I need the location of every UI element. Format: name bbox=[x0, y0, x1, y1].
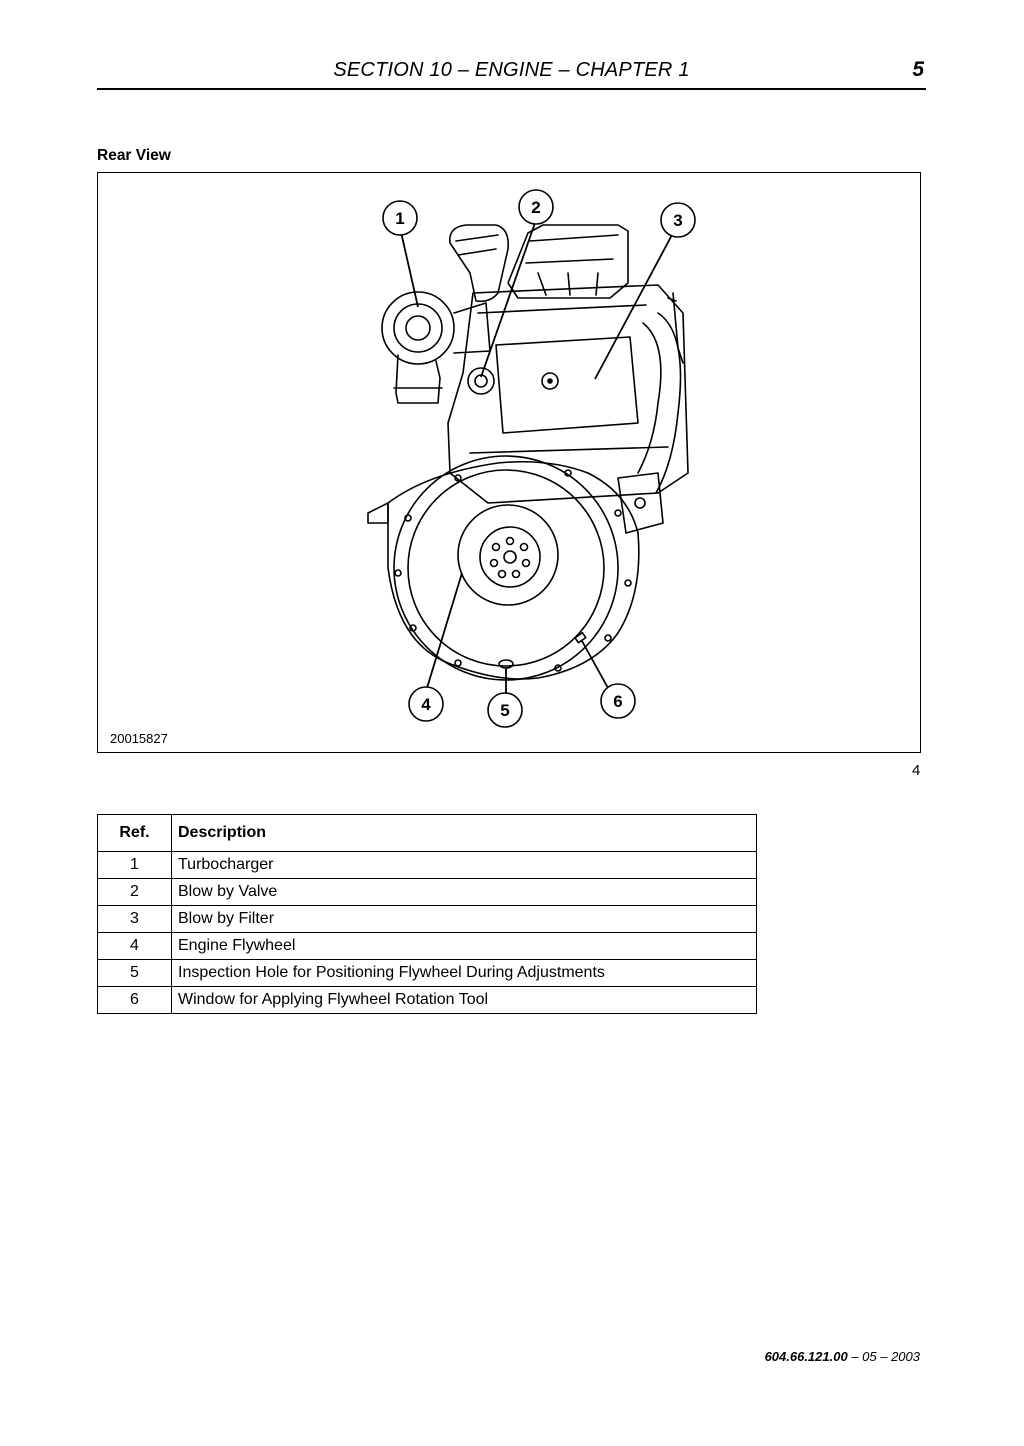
table-row: 6 Window for Applying Flywheel Rotation … bbox=[97, 986, 757, 1014]
page-header: SECTION 10 – ENGINE – CHAPTER 1 5 bbox=[97, 58, 926, 90]
ref-cell: 4 bbox=[97, 932, 172, 960]
table-row: 1 Turbocharger bbox=[97, 851, 757, 879]
fuel-lines bbox=[637, 312, 682, 494]
callout-label-5: 5 bbox=[500, 701, 509, 720]
description-cell: Engine Flywheel bbox=[171, 932, 757, 960]
description-cell: Blow by Filter bbox=[171, 905, 757, 933]
intake-hose bbox=[449, 224, 510, 303]
callout-label-3: 3 bbox=[673, 211, 682, 230]
callout-3 bbox=[660, 202, 696, 238]
table-row: 5 Inspection Hole for Positioning Flywhe… bbox=[97, 959, 757, 987]
callout-1 bbox=[382, 200, 418, 236]
flywheel-bolts bbox=[489, 536, 531, 579]
table-header-row: Ref. Description bbox=[97, 814, 757, 852]
callout-label-6: 6 bbox=[613, 692, 622, 711]
ref-cell: 1 bbox=[97, 851, 172, 879]
turbo-outlet bbox=[395, 354, 441, 404]
document-number: 604.66.121.00 bbox=[764, 1349, 848, 1364]
callout-6 bbox=[600, 683, 636, 719]
leader-line-4 bbox=[426, 572, 463, 689]
ref-cell: 5 bbox=[97, 959, 172, 987]
description-column-header: Description bbox=[171, 814, 757, 852]
table-row: 2 Blow by Valve bbox=[97, 878, 757, 906]
ref-column-header: Ref. bbox=[97, 814, 172, 852]
section-title: SECTION 10 – ENGINE – CHAPTER 1 bbox=[333, 59, 690, 81]
table-row: 4 Engine Flywheel bbox=[97, 932, 757, 960]
callout-5 bbox=[487, 692, 523, 728]
blow-by-valve bbox=[467, 367, 495, 395]
description-cell: Inspection Hole for Positioning Flywheel… bbox=[171, 959, 757, 987]
callout-4 bbox=[408, 686, 444, 722]
figure-number: 4 bbox=[912, 762, 921, 779]
callout-label-2: 2 bbox=[531, 198, 540, 217]
description-cell: Turbocharger bbox=[171, 851, 757, 879]
callout-label-1: 1 bbox=[395, 209, 404, 228]
blow-by-filter-panel bbox=[495, 336, 639, 434]
document-date: – 05 – 2003 bbox=[847, 1349, 920, 1364]
leader-line-1 bbox=[400, 231, 419, 308]
engine-rear-view-figure: 1 2 3 4 5 6 20015827 bbox=[97, 172, 921, 753]
table-row: 3 Blow by Filter bbox=[97, 905, 757, 933]
ref-cell: 3 bbox=[97, 905, 172, 933]
description-cell: Window for Applying Flywheel Rotation To… bbox=[171, 986, 757, 1014]
callout-2 bbox=[518, 189, 554, 225]
reference-table: Ref. Description 1 Turbocharger 2 Blow b… bbox=[97, 814, 757, 1014]
housing-bolts bbox=[394, 469, 632, 672]
leader-line-2 bbox=[480, 222, 536, 378]
leader-line-3 bbox=[594, 232, 674, 380]
engine-illustration: 1 2 3 4 5 6 bbox=[367, 189, 696, 728]
description-cell: Blow by Valve bbox=[171, 878, 757, 906]
page-number: 5 bbox=[912, 58, 924, 81]
figure-caption: Rear View bbox=[97, 147, 171, 164]
bracket bbox=[617, 472, 664, 534]
rotation-tool-window bbox=[574, 631, 587, 644]
turbocharger-housing bbox=[381, 291, 455, 365]
ref-cell: 6 bbox=[97, 986, 172, 1014]
ref-cell: 2 bbox=[97, 878, 172, 906]
callout-label-4: 4 bbox=[421, 695, 431, 714]
leader-line-6 bbox=[581, 640, 609, 689]
figure-image-id: 20015827 bbox=[110, 731, 168, 746]
page-footer: 604.66.121.00 – 05 – 2003 bbox=[765, 1349, 920, 1364]
